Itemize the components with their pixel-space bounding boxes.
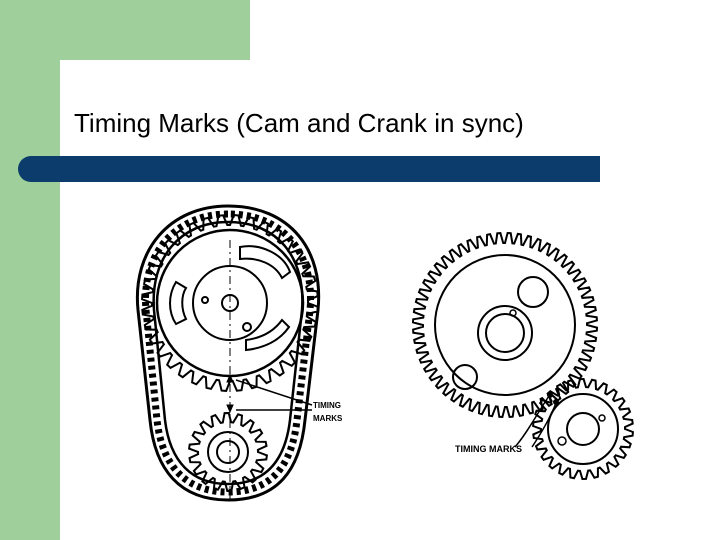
crank-timing-mark xyxy=(226,404,234,414)
accent-sidebar xyxy=(0,0,60,540)
right-timing-label: TIMING MARKS xyxy=(455,444,522,454)
leader-line xyxy=(235,379,313,406)
slide-title: Timing Marks (Cam and Crank in sync) xyxy=(74,108,524,138)
lightening-hole xyxy=(517,276,549,308)
leader-line xyxy=(514,395,550,448)
cam-gear-hub xyxy=(477,305,533,361)
cam-sprocket-teeth xyxy=(141,214,319,392)
title-rule xyxy=(18,156,600,182)
crank-sprocket-teeth xyxy=(187,411,269,493)
cam-gear xyxy=(411,231,599,419)
left-timing-label-line2: MARKS xyxy=(313,414,343,423)
cam-gear-dot xyxy=(509,309,517,317)
cam-timing-mark xyxy=(226,373,234,383)
cam-slot xyxy=(169,280,188,326)
cam-bolt-hole xyxy=(201,296,209,304)
left-timing-label-line1: TIMING xyxy=(313,401,341,410)
crank-gear-hub xyxy=(566,412,600,446)
crank-gear-hole xyxy=(557,436,567,446)
cam-gear-bore xyxy=(485,313,525,353)
cam-sprocket xyxy=(141,214,319,392)
crank-sprocket xyxy=(187,411,269,493)
big-gear-teeth xyxy=(411,231,599,419)
cam-dowel-hole xyxy=(242,322,252,332)
crank-hub xyxy=(207,431,249,473)
gear-drive-figure xyxy=(411,231,634,481)
crank-gear-hole xyxy=(598,414,606,422)
timing-chain xyxy=(135,204,321,502)
crank-gear-web xyxy=(547,393,619,465)
lightening-hole xyxy=(452,364,478,390)
cam-gear-web xyxy=(434,254,576,396)
cam-slot xyxy=(245,318,291,352)
leader-line xyxy=(531,402,557,448)
cam-slot xyxy=(239,245,292,280)
crank-bore xyxy=(216,440,240,464)
small-gear-teeth xyxy=(532,377,634,481)
accent-top-band xyxy=(60,0,250,60)
chain-drive-figure xyxy=(135,204,321,502)
crank-gear xyxy=(532,377,634,481)
